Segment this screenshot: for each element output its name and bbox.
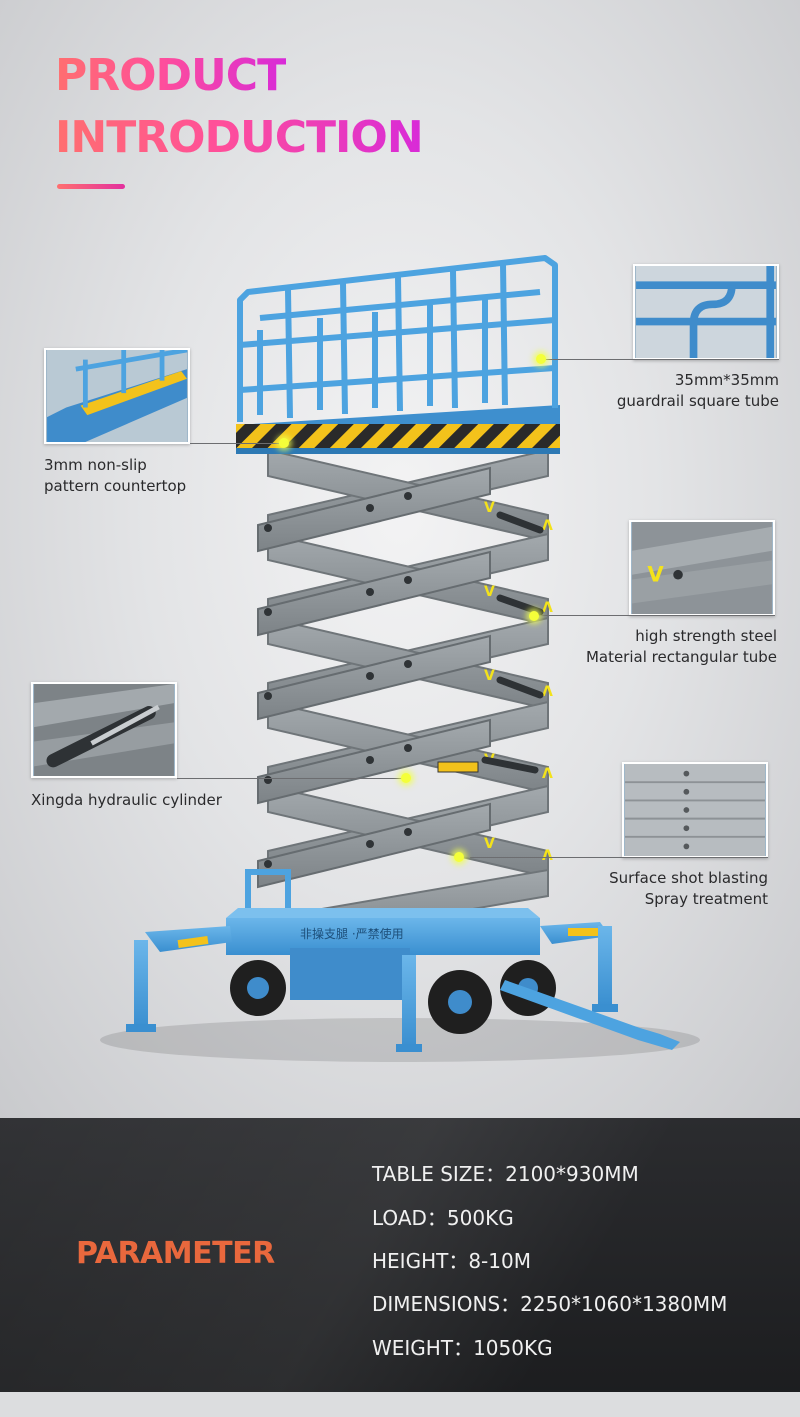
- countertop-leader-line: [190, 443, 285, 444]
- surface-treatment-leader-line: [470, 857, 768, 858]
- svg-text:V: V: [484, 584, 495, 600]
- hydraulic-cylinder-highlight-dot: [401, 773, 411, 783]
- svg-text:Λ: Λ: [542, 766, 553, 782]
- steel-tube-thumbnail: V: [629, 520, 775, 616]
- svg-text:V: V: [484, 500, 495, 516]
- svg-text:Λ: Λ: [542, 848, 553, 864]
- steel-tube-detail-icon: V: [632, 522, 772, 614]
- svg-text:V: V: [484, 668, 495, 684]
- bottom-margin: [0, 1392, 800, 1417]
- svg-text:Λ: Λ: [542, 684, 553, 700]
- steel-tube-highlight-dot: [529, 611, 539, 621]
- hydraulic-cylinder-label: Xingda hydraulic cylinder: [31, 791, 222, 809]
- title-line-product: PRODUCT: [55, 50, 287, 101]
- surface-treatment-detail-icon: [625, 764, 765, 856]
- spec-height: HEIGHT：8-10M: [372, 1249, 531, 1273]
- svg-text:V: V: [484, 836, 495, 852]
- guardrail-thumbnail: [633, 264, 779, 360]
- surface-treatment-highlight-dot: [454, 852, 464, 862]
- product-introduction-section: PRODUCT INTRODUCTION: [0, 0, 800, 1118]
- surface-treatment-label: Surface shot blasting Spray treatment: [609, 869, 768, 908]
- hydraulic-cylinder-detail-icon: [34, 684, 174, 776]
- countertop-label: 3mm non-slip pattern countertop: [44, 456, 187, 495]
- spec-dimensions: DIMENSIONS：2250*1060*1380MM: [372, 1292, 728, 1316]
- steel-tube-leader-line: [540, 615, 775, 616]
- svg-text:Λ: Λ: [542, 518, 553, 534]
- countertop-thumbnail: [44, 348, 190, 444]
- hydraulic-cylinder-leader-line: [177, 778, 405, 779]
- guardrail-detail-icon: [636, 266, 776, 358]
- hydraulic-cylinder-thumbnail: [31, 682, 177, 778]
- title-line-introduction: INTRODUCTION: [55, 112, 424, 163]
- title-underline: [57, 184, 125, 189]
- svg-text:V: V: [647, 561, 664, 586]
- guardrail-leader-line: [545, 359, 779, 360]
- countertop-detail-icon: [47, 350, 188, 442]
- guardrail-highlight-dot: [536, 354, 546, 364]
- guardrail-label: 35mm*35mm guardrail square tube: [616, 371, 779, 410]
- surface-treatment-thumbnail: [622, 762, 768, 858]
- scissor-lift-image: V V V V V Λ Λ Λ Λ Λ: [100, 255, 700, 1062]
- svg-text:Λ: Λ: [542, 600, 553, 616]
- spec-weight: WEIGHT：1050KG: [372, 1336, 553, 1360]
- countertop-highlight-dot: [279, 438, 289, 448]
- spec-table-size: TABLE SIZE：2100*930MM: [372, 1162, 639, 1186]
- parameter-title: PARAMETER: [76, 1236, 275, 1271]
- parameter-section: [0, 1118, 800, 1417]
- steel-tube-label: high strength steel Material rectangular…: [585, 627, 777, 666]
- chassis-warning-text: 非操支腿 ·严禁使用: [300, 926, 404, 941]
- spec-load: LOAD：500KG: [372, 1206, 514, 1230]
